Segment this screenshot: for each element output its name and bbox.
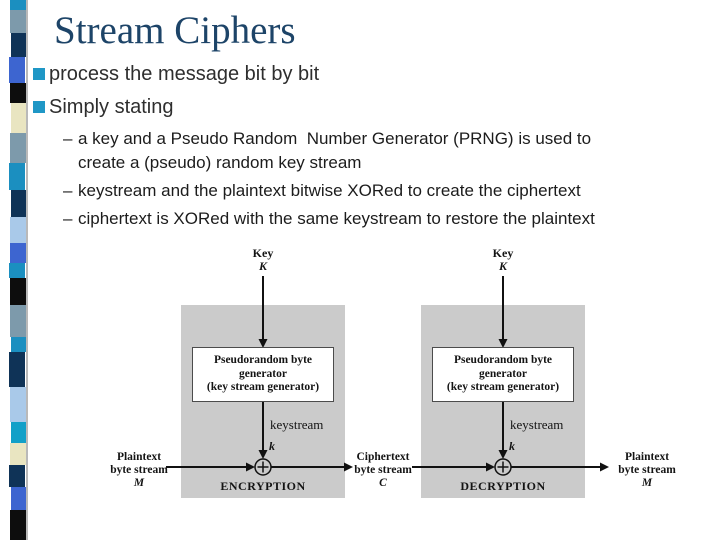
key-label: Key K [223, 247, 303, 273]
label-line: byte stream [354, 464, 412, 476]
strip-block [10, 443, 26, 465]
dash-bullet: – [63, 181, 73, 200]
sub-bullet-line: ciphertext is XORed with the same keystr… [78, 209, 595, 228]
strip-block [9, 352, 25, 387]
encryption-caption: ENCRYPTION [220, 479, 306, 493]
keystream-variable: k [509, 439, 515, 453]
key-label: Key K [463, 247, 543, 273]
xor-icon [254, 458, 272, 476]
strip-block [10, 133, 26, 163]
generator-box: Pseudorandom byte generator (key stream … [432, 347, 574, 402]
generator-line: generator [239, 367, 287, 380]
sub-bullet-text: a key and a Pseudo Random Number Generat… [78, 127, 591, 175]
strip-block [10, 0, 26, 10]
key-variable: K [258, 259, 267, 273]
decryption-caption: DECRYPTION [460, 479, 546, 493]
generator-box: Pseudorandom byte generator (key stream … [192, 347, 334, 402]
sub-bullet-item: – a key and a Pseudo Random Number Gener… [63, 127, 591, 175]
xor-icon [494, 458, 512, 476]
strip-block [9, 465, 25, 487]
page-title: Stream Ciphers [54, 9, 296, 52]
strip-block [10, 243, 26, 263]
sub-bullet-text: ciphertext is XORed with the same keystr… [78, 207, 595, 231]
diagram-arrows [166, 276, 609, 476]
strip-block [11, 422, 27, 443]
bullet-item: Simply stating [33, 94, 174, 120]
dash-bullet: – [63, 209, 73, 228]
strip-block [9, 163, 25, 190]
bullet-label: process the message bit by bit [49, 62, 320, 85]
arrow-lines [166, 276, 609, 472]
stream-cipher-diagram: Pseudorandom byte generator (key stream … [0, 240, 720, 540]
strip-block [11, 33, 27, 57]
generator-line: (key stream generator) [446, 381, 560, 393]
sub-bullet-item: – keystream and the plaintext bitwise XO… [63, 179, 581, 203]
label-line: Plaintext [624, 451, 670, 463]
strip-block [9, 57, 25, 83]
strip-block [10, 278, 26, 305]
label-variable: M [133, 477, 145, 489]
ciphertext-label: Ciphertext byte stream C [341, 451, 425, 490]
strip-block [10, 10, 26, 33]
sub-bullet-line: keystream and the plaintext bitwise XORe… [78, 181, 581, 200]
label-variable: C [379, 477, 387, 489]
bullet-label: Simply stating [49, 95, 174, 118]
label-line: Plaintext [116, 451, 162, 463]
keystream-label: keystream [270, 417, 324, 432]
bullet-square-icon [33, 101, 45, 113]
label-line: byte stream [618, 464, 676, 476]
generator-line: Pseudorandom byte [213, 354, 313, 366]
label-line: byte stream [110, 464, 168, 476]
sub-bullet-text: keystream and the plaintext bitwise XORe… [78, 179, 581, 203]
generator-line: Pseudorandom byte [453, 354, 553, 366]
label-variable: M [641, 477, 653, 489]
strip-block [11, 337, 27, 352]
key-word: Key [252, 246, 274, 260]
sub-bullet-item: – ciphertext is XORed with the same keys… [63, 207, 595, 231]
keystream-variable: k [269, 439, 275, 453]
plaintext-out-label: Plaintext byte stream M [605, 451, 689, 490]
strip-block [9, 263, 25, 278]
bullet-item: process the message bit by bit [33, 61, 319, 87]
bullet-square-icon [33, 68, 45, 80]
key-variable: K [498, 259, 507, 273]
dash-bullet: – [63, 129, 73, 148]
generator-line: generator [479, 367, 527, 380]
decor-strip [9, 0, 27, 540]
strip-block [10, 305, 26, 337]
slide-edge-divider [26, 0, 28, 540]
generator-line: (key stream generator) [206, 381, 320, 393]
key-word: Key [492, 246, 514, 260]
strip-block [10, 83, 26, 103]
label-line: Ciphertext [356, 451, 410, 463]
sub-bullet-line: a key and a Pseudo Random Number Generat… [78, 129, 592, 148]
strip-block [10, 217, 26, 243]
strip-block [11, 190, 27, 217]
keystream-label: keystream [510, 417, 564, 432]
strip-block [10, 387, 26, 422]
sub-bullet-line: create a (pseudo) random key stream [78, 153, 362, 172]
strip-block [10, 510, 26, 540]
strip-block [11, 487, 27, 510]
plaintext-in-label: Plaintext byte stream M [97, 451, 181, 490]
strip-block [11, 103, 27, 133]
